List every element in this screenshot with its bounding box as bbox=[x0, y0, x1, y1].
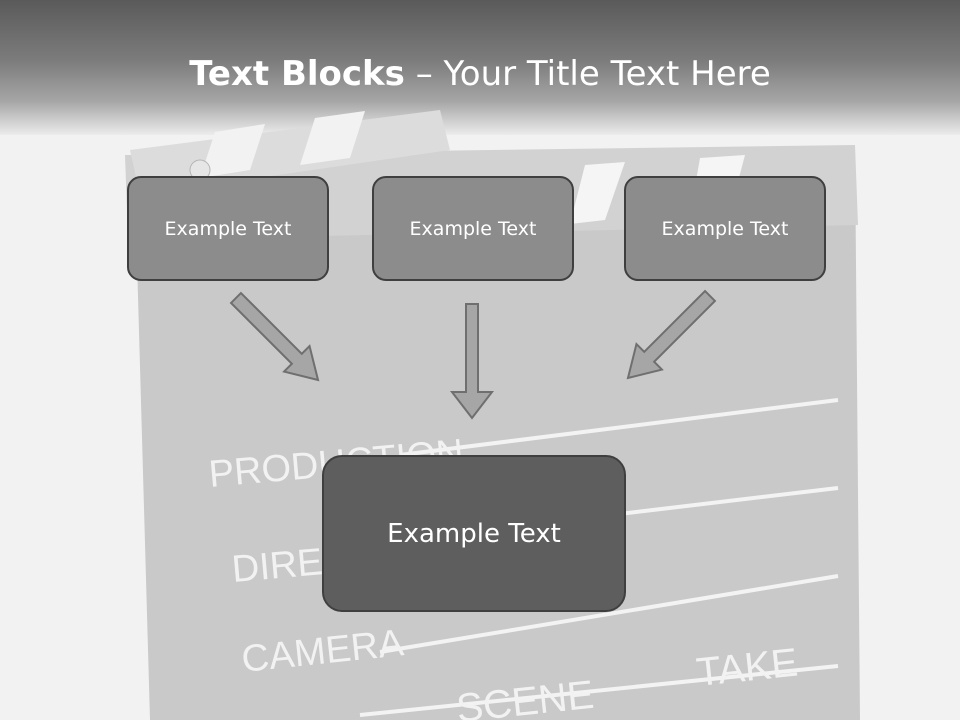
title-dash: – bbox=[404, 54, 444, 94]
title-rest: Your Title Text Here bbox=[443, 54, 771, 94]
arrow-down-left-icon bbox=[626, 289, 717, 380]
title-bar bbox=[0, 0, 960, 135]
arrow-down-icon bbox=[449, 303, 495, 420]
slide-title: Text Blocks – Your Title Text Here bbox=[0, 54, 960, 94]
clapperboard-slate bbox=[135, 150, 860, 720]
text-block-middle[interactable]: Example Text bbox=[372, 176, 574, 281]
slate-line bbox=[359, 664, 839, 717]
arrow-down-right-icon bbox=[229, 291, 320, 382]
text-block-right[interactable]: Example Text bbox=[624, 176, 826, 281]
slate-label-take: TAKE bbox=[694, 641, 800, 695]
text-block-left[interactable]: Example Text bbox=[127, 176, 329, 281]
clapper-stripe bbox=[570, 162, 625, 224]
title-bold: Text Blocks bbox=[189, 54, 405, 94]
slate-line bbox=[399, 398, 839, 457]
clapper-stripe bbox=[300, 111, 365, 165]
slate-line bbox=[379, 574, 839, 654]
clapper-stripe bbox=[200, 124, 265, 178]
text-block-center[interactable]: Example Text bbox=[322, 455, 626, 612]
